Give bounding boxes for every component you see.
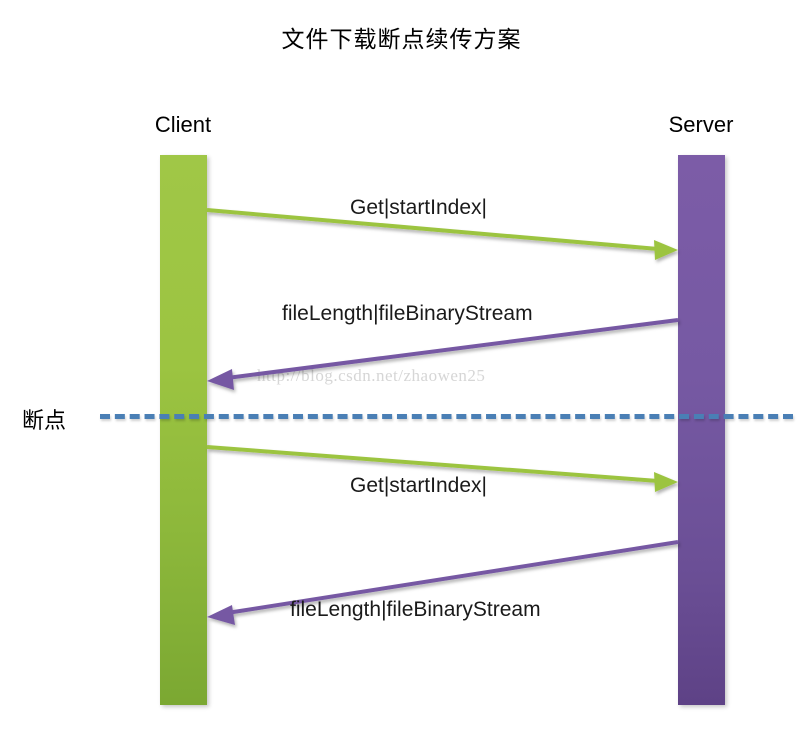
- message-arrow-1: [206, 208, 678, 260]
- message-label-1: Get|startIndex|: [350, 196, 487, 219]
- message-arrow-4: [207, 540, 679, 625]
- message-arrow-2: [207, 318, 679, 390]
- message-label-4: fileLength|fileBinaryStream: [290, 598, 541, 621]
- message-label-2: fileLength|fileBinaryStream: [282, 302, 533, 325]
- page-title: 文件下载断点续传方案: [281, 27, 522, 53]
- lifeline-bar-client: [160, 155, 207, 705]
- lifeline-label-server: Server: [668, 112, 734, 137]
- breakpoint-label: 断点: [22, 409, 67, 434]
- breakpoint-dashed-line: [100, 414, 793, 419]
- message-label-3: Get|startIndex|: [350, 474, 487, 497]
- message-arrow-3: [206, 445, 678, 492]
- lifeline-bar-server: [678, 155, 725, 705]
- lifeline-label-client: Client: [154, 112, 212, 137]
